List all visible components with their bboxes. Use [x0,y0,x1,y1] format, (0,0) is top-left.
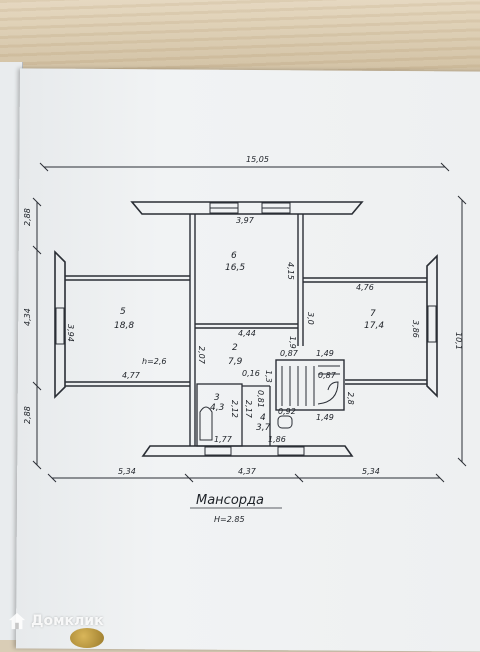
domclick-logo-icon [8,612,26,630]
small-dim-g: 0,81 [256,390,265,408]
small-dim-d: 2,12 [230,400,239,418]
room5-bottom-dim: 4,77 [122,371,141,380]
room6-side-dim: 4,15 [286,262,295,280]
toilet-icon [277,415,293,429]
top-wall-dim: 3,97 [236,216,255,225]
room-4-number: 4 [260,413,266,423]
room-6-area: 16,5 [225,263,245,273]
room5-side-dim: 3,94 [66,324,75,342]
right-window [427,305,437,343]
left-window [55,307,65,345]
small-dim-h: 0,16 [242,369,260,378]
small-dim-f: 0,92 [278,407,296,416]
room-6-number: 6 [231,251,237,261]
room7-side-dim: 3,86 [411,320,420,338]
left-bottom-dim: 2,88 [23,406,32,424]
right-segment-dim: 5,34 [362,467,380,476]
coin-object [70,628,104,648]
staircase-outline [275,359,345,411]
room-7-area: 17,4 [364,321,384,331]
room-3-outline [196,383,243,447]
room-5-area: 18,8 [114,321,134,331]
bathtub [199,406,213,441]
left-segment-dim: 5,34 [118,467,136,476]
corridor-top-dim: 4,44 [238,329,256,338]
stair-arrow [317,381,339,405]
room7-top-dim: 4,76 [356,283,374,292]
small-dim-j: 0,87 [318,371,337,380]
room-4-area: 3,7 [256,423,271,433]
small-dim-i: 1,3 [264,370,273,383]
right-gable-wall [426,254,438,398]
room-7-number: 7 [370,309,376,319]
corridor-right-dim: 3,0 [306,312,315,325]
middle-segment-dim: 4,37 [238,467,257,476]
bottom-left-dim: 1,77 [214,435,233,444]
small-dim-e: 2,17 [244,400,253,419]
stair-top-dim: 1,49 [316,349,334,358]
bottom-wall [141,445,354,457]
domclick-watermark: Домклик [8,612,104,630]
overall-dim-label: 15,05 [246,155,269,164]
bottom-right-dim: 1,86 [268,435,286,444]
room-5-number: 5 [120,307,126,317]
stair-right-dim: 2,8 [346,392,355,405]
bottom-window-2 [277,446,305,456]
room-2-area: 7,9 [228,357,243,367]
left-top-dim: 2,88 [23,208,32,226]
stair-width-dim: 1,49 [316,413,334,422]
room-3-number: 3 [214,393,220,403]
plan-title: Мансорда [196,493,264,508]
plan-height-note: H=2.85 [214,515,245,524]
wooden-table-background [0,0,480,80]
left-gable-wall [54,250,66,399]
watermark-text: Домклик [31,613,104,629]
bottom-window [204,446,232,456]
top-roof-wall [130,201,364,215]
small-dim-b: 1,9 [288,336,297,349]
small-dim-c: 2,07 [197,346,206,365]
right-total-dim: 10,1 [454,332,463,350]
left-middle-dim: 4,34 [23,308,32,326]
room-5-height: h=2,6 [142,357,167,366]
small-dim-a: 0,87 [280,349,299,358]
room-2-number: 2 [232,343,238,353]
room-3-area: 4,3 [210,403,225,413]
